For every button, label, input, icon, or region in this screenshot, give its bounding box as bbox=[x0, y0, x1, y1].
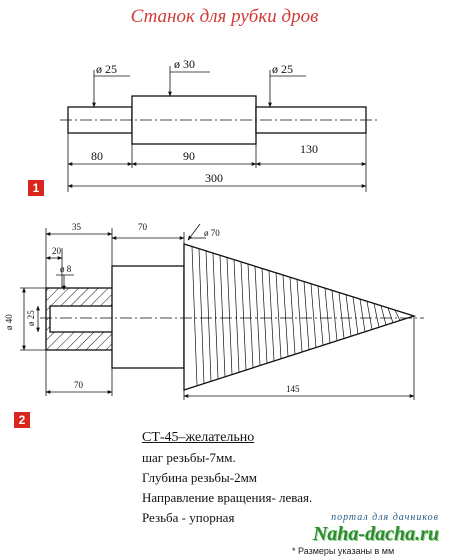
dim-20: 20 bbox=[52, 246, 62, 256]
brand-site: Naha-dacha.ru bbox=[312, 523, 439, 545]
dim-d-left: ø 25 bbox=[96, 62, 117, 76]
thread-line bbox=[296, 279, 303, 353]
thread-line bbox=[387, 307, 394, 323]
splitting-cone bbox=[183, 243, 417, 391]
thread-line bbox=[366, 301, 373, 330]
thread-line bbox=[247, 264, 254, 368]
thread-line bbox=[345, 294, 352, 337]
thread-line bbox=[373, 303, 380, 328]
brand-logo[interactable]: портал для дачников Naha-dacha.ru bbox=[313, 512, 439, 546]
note-rotation: Направление вращения- левая. bbox=[142, 490, 313, 505]
note-thread-pitch: шаг резьбы-7мм. bbox=[142, 450, 236, 465]
figure-1-badge: 1 bbox=[28, 180, 44, 196]
thread-line bbox=[317, 285, 324, 346]
thread-line bbox=[282, 274, 289, 357]
dim-d8: ø 8 bbox=[60, 264, 72, 274]
dim-len-mid: 90 bbox=[183, 149, 195, 163]
thread-line bbox=[212, 253, 219, 380]
thread-line bbox=[380, 305, 387, 326]
dim-len-right: 130 bbox=[300, 142, 318, 156]
figure-2-badge: 2 bbox=[14, 412, 30, 428]
dim-145: 145 bbox=[286, 384, 300, 394]
thread-line bbox=[205, 250, 212, 382]
thread-line bbox=[338, 292, 345, 339]
thread-line bbox=[219, 255, 226, 377]
cone-thread bbox=[191, 246, 401, 386]
dim-d40: ø 40 bbox=[4, 314, 14, 330]
thread-line bbox=[310, 283, 317, 348]
dim-len-left: 80 bbox=[91, 149, 103, 163]
drawing-title: Станок для рубки дров bbox=[130, 6, 319, 27]
thread-line bbox=[261, 268, 268, 364]
thread-line bbox=[240, 261, 247, 371]
units-footnote: * Размеры указаны в мм bbox=[292, 546, 395, 556]
thread-line bbox=[352, 296, 359, 335]
thread-line bbox=[233, 259, 240, 373]
dim-d-mid: ø 30 bbox=[174, 57, 195, 71]
note-thread-depth: Глубина резьбы-2мм bbox=[142, 470, 258, 485]
note-material: СТ-45–желательно bbox=[142, 430, 255, 445]
dim-bottom-70: 70 bbox=[74, 380, 84, 390]
thread-line bbox=[191, 246, 198, 386]
thread-line bbox=[275, 272, 282, 359]
dim-d70: ø 70 bbox=[204, 228, 220, 238]
dim-d-right: ø 25 bbox=[272, 62, 293, 76]
collar-body bbox=[111, 265, 185, 369]
thread-line bbox=[303, 281, 310, 350]
shaft-drawing bbox=[60, 95, 380, 145]
thread-line bbox=[331, 290, 338, 341]
spec-notes: СТ-45–желательно шаг резьбы-7мм. Глубина… bbox=[142, 430, 312, 530]
thread-line bbox=[254, 266, 261, 366]
thread-line bbox=[268, 270, 275, 362]
dim-total: 300 bbox=[205, 171, 223, 185]
dim-top-35: 35 bbox=[72, 222, 82, 232]
dim-d25: ø 25 bbox=[26, 310, 36, 326]
thread-line bbox=[226, 257, 233, 375]
thread-line bbox=[359, 299, 366, 332]
thread-line bbox=[198, 248, 205, 384]
thread-line bbox=[394, 309, 401, 321]
brand-tagline: портал для дачников bbox=[331, 512, 439, 523]
cone-drawing bbox=[45, 243, 417, 391]
dim-top-70: 70 bbox=[138, 222, 148, 232]
thread-line bbox=[324, 288, 331, 344]
note-thread-type: Резьба - упорная bbox=[142, 510, 235, 525]
thread-line bbox=[289, 277, 296, 355]
